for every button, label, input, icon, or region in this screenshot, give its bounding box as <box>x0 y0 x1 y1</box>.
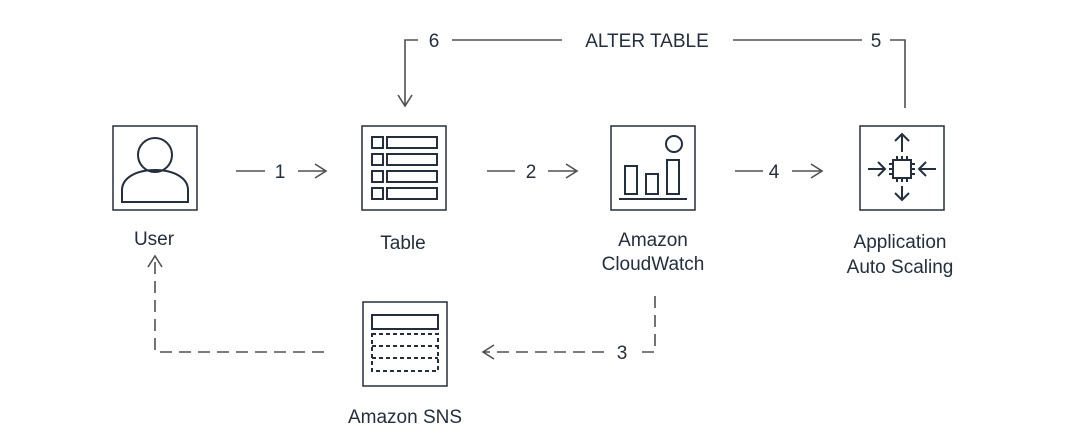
autoscaling-node[interactable]: Application Auto Scaling <box>847 125 954 278</box>
step-2-label: 2 <box>526 162 537 183</box>
table-node[interactable]: Table <box>361 125 447 254</box>
edge-cloudwatch-to-autoscaling: 4 <box>735 162 824 183</box>
table-label: Table <box>380 233 425 254</box>
edge-user-to-table: 1 <box>236 162 328 183</box>
user-node[interactable]: User <box>112 125 198 250</box>
step-6-label: 6 <box>429 31 440 52</box>
cloudwatch-label-line1: Amazon <box>618 230 688 251</box>
user-icon <box>121 137 189 203</box>
cloudwatch-node[interactable]: Amazon CloudWatch <box>602 125 705 275</box>
table-icon <box>371 136 438 200</box>
step-5-label: 5 <box>871 31 882 52</box>
autoscaling-label-line1: Application <box>854 232 947 253</box>
user-label: User <box>134 229 175 250</box>
cloudwatch-label-line2: CloudWatch <box>602 254 705 275</box>
sns-label: Amazon SNS <box>348 407 462 428</box>
sns-icon <box>371 314 439 372</box>
cloudwatch-icon <box>619 135 687 200</box>
alter-table-connector: 5 ALTER TABLE 6 <box>397 31 906 108</box>
step-3-label: 3 <box>617 343 628 364</box>
step-1-label: 1 <box>275 162 286 183</box>
edge-cloudwatch-to-sns: 3 <box>481 296 656 364</box>
alter-table-label: ALTER TABLE <box>585 31 709 52</box>
sns-node[interactable]: Amazon SNS <box>348 301 462 428</box>
edge-sns-to-user <box>147 254 324 353</box>
auto-scaling-icon <box>868 132 936 202</box>
step-4-label: 4 <box>769 162 780 183</box>
edge-table-to-cloudwatch: 2 <box>487 162 579 183</box>
autoscaling-label-line2: Auto Scaling <box>847 257 954 278</box>
